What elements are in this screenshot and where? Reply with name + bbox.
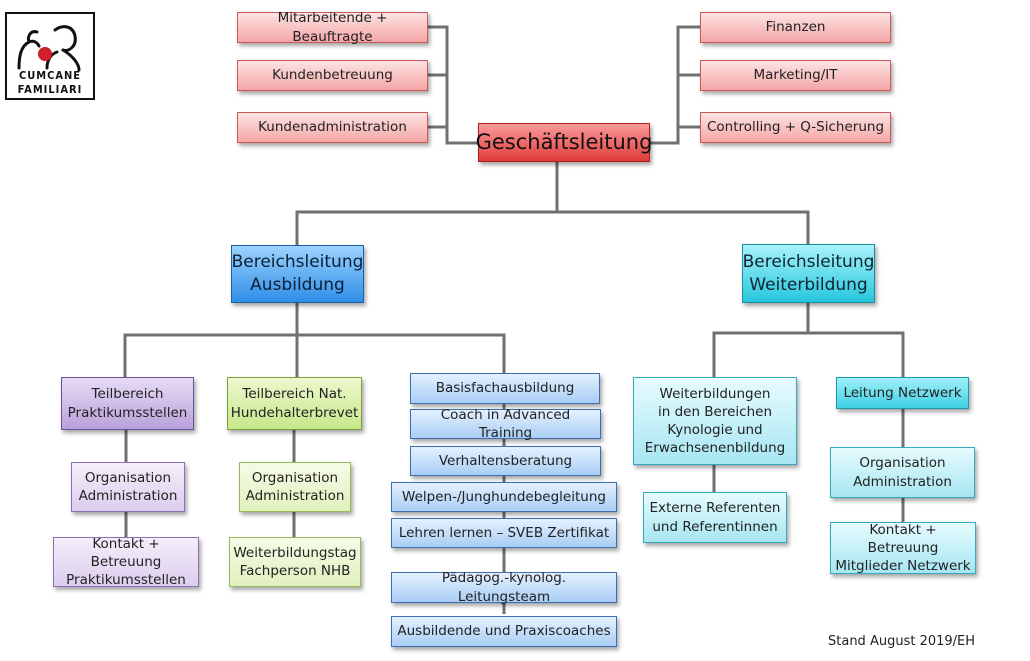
- box-ausbildende-praxiscoaches: Ausbildende und Praxiscoaches: [391, 616, 617, 647]
- box-geschaeftsleitung: Geschäftsleitung: [476, 123, 652, 162]
- box-lehren-lernen-sveb: Lehren lernen – SVEB Zertifikat: [391, 518, 617, 548]
- box-bereichsleitung-weiterbildung: Bereichsleitung Weiterbildung: [742, 244, 875, 303]
- box-verhaltensberatung: Verhaltensberatung: [410, 446, 601, 476]
- stand-footnote: Stand August 2019/EH: [828, 634, 976, 649]
- box-kundenbetreuung: Kundenbetreuung: [237, 60, 428, 91]
- box-kundenadministration: Kundenadministration: [237, 112, 428, 143]
- box-kontakt-betreuung-mitglieder-netzwerk: Kontakt + Betreuung Mitglieder Netzwerk: [830, 522, 976, 574]
- box-bereichsleitung-ausbildung: Bereichsleitung Ausbildung: [231, 245, 364, 303]
- box-welpen-junghundebegleitung: Welpen-/Junghundebegleitung: [391, 482, 617, 512]
- box-weiterbildungen-bereiche: Weiterbildungen in den Bereichen Kynolog…: [633, 377, 797, 465]
- logo-line-1: CUMCANE: [18, 69, 82, 82]
- box-paedagog-kynolog-leitungsteam: Pädagog.-kynolog. Leitungsteam: [391, 570, 617, 605]
- logo-line-2: FAMILIARI: [17, 83, 83, 96]
- box-finanzen: Finanzen: [700, 12, 891, 43]
- box-netzwerk-organisation-administration: Organisation Administration: [830, 447, 975, 498]
- box-weiterbildungstag-fachperson-nhb: Weiterbildungstag Fachperson NHB: [229, 537, 361, 587]
- box-kontakt-betreuung-praktikumsstellen: Kontakt + Betreuung Praktikumsstellen: [53, 536, 199, 588]
- cumcane-familiari-logo: CUMCANE FAMILIARI: [5, 12, 95, 100]
- box-marketing-it: Marketing/IT: [700, 60, 891, 91]
- box-basisfachausbildung: Basisfachausbildung: [410, 373, 600, 404]
- box-teilbereich-hundehalterbrevet: Teilbereich Nat. Hundehalterbrevet: [227, 377, 362, 430]
- box-hundehalter-organisation-administration: Organisation Administration: [239, 462, 351, 512]
- box-externe-referenten: Externe Referenten und Referentinnen: [643, 492, 787, 543]
- box-coach-advanced-training: Coach in Advanced Training: [410, 407, 601, 441]
- box-controlling-q-sicherung: Controlling + Q-Sicherung: [700, 112, 891, 143]
- box-teilbereich-praktikumsstellen: Teilbereich Praktikumsstellen: [61, 377, 194, 430]
- box-mitarbeitende-beauftragte: Mitarbeitende + Beauftragte: [237, 10, 428, 45]
- dog-and-person-icon: [17, 25, 81, 72]
- box-praktikum-organisation-administration: Organisation Administration: [71, 462, 185, 512]
- box-leitung-netzwerk: Leitung Netzwerk: [836, 377, 969, 409]
